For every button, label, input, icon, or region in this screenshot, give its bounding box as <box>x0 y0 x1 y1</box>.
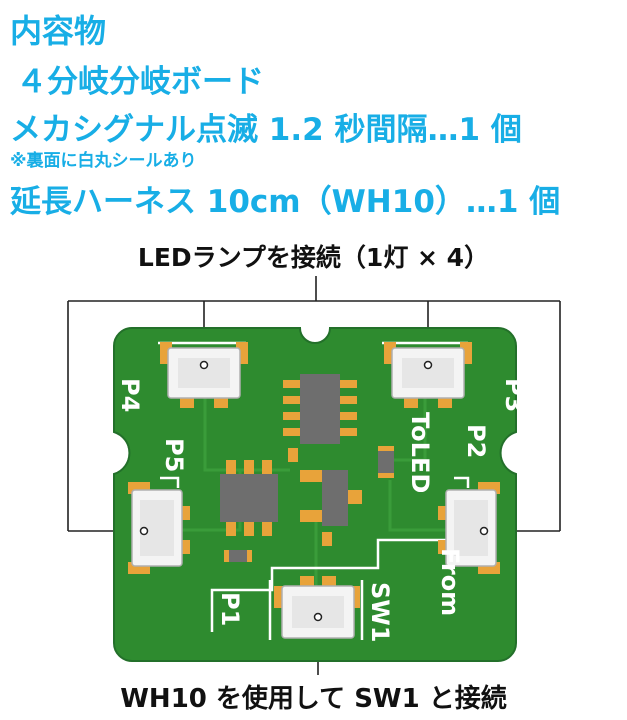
silk-p2: P2 <box>462 424 490 458</box>
transistor-center <box>300 470 362 526</box>
connector-p1 <box>274 576 360 639</box>
silk-p5: P5 <box>160 438 188 472</box>
silk-toled: ToLED <box>406 412 434 493</box>
silk-p1: P1 <box>216 592 244 626</box>
pcb-traces <box>180 390 450 590</box>
contents-item-board: ４分岐分岐ボード <box>16 64 264 100</box>
silk-from: From <box>436 548 464 616</box>
ic-chip-left <box>220 460 278 536</box>
contents-item-flasher: メカシグナル点滅 1.2 秒間隔…1 個 <box>10 112 522 148</box>
contents-item-harness: 延長ハーネス 10cm（WH10）…1 個 <box>10 184 561 220</box>
contents-note: ※裏面に白丸シールあり <box>10 151 197 171</box>
connector-p5 <box>128 482 190 574</box>
contents-heading: 内容物 <box>10 12 107 50</box>
silk-p3: P3 <box>500 378 528 412</box>
pcb-board <box>113 327 517 662</box>
sw1-connect-label: WH10 を使用して SW1 と接続 <box>120 684 507 714</box>
led-connect-label: LEDランプを接続（1灯 × 4） <box>137 243 490 272</box>
ic-chip-top <box>283 374 357 444</box>
connector-p3 <box>384 342 472 408</box>
silk-sw1: SW1 <box>366 582 394 642</box>
passive-components <box>224 446 394 562</box>
connector-p4 <box>160 342 248 408</box>
silk-p4: P4 <box>116 378 144 412</box>
silkscreen-outline <box>158 341 470 640</box>
connector-p2 <box>438 482 500 574</box>
